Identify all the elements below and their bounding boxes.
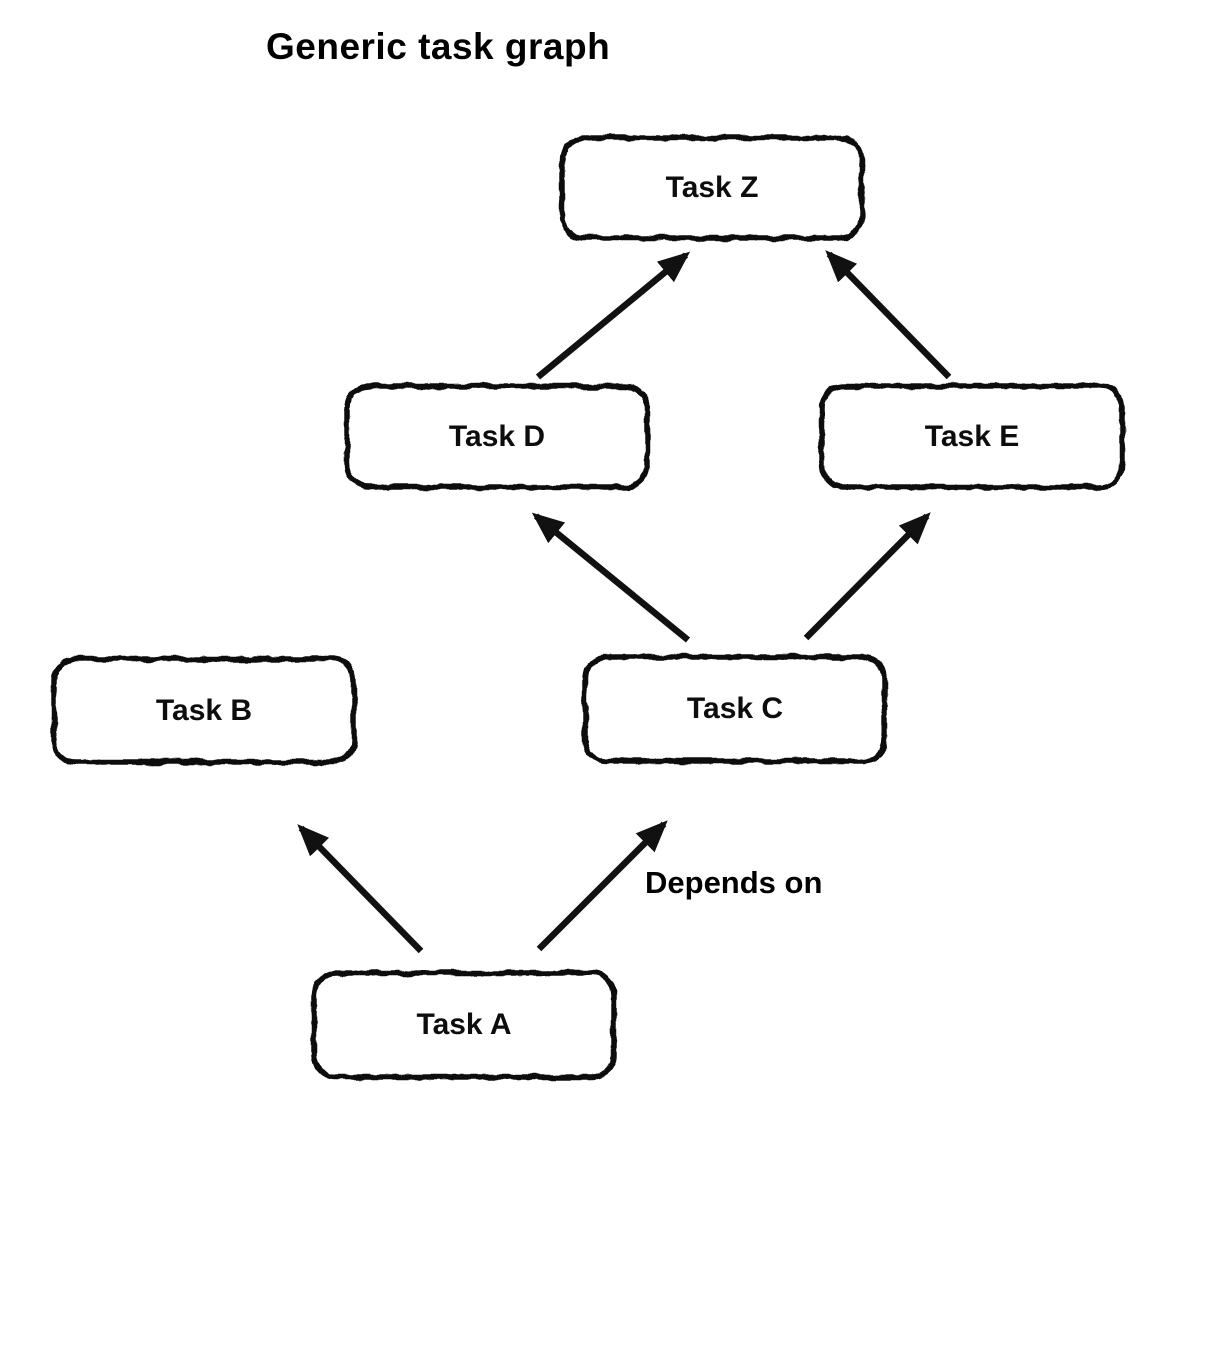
edge-d-to-z bbox=[535, 251, 691, 380]
depends-on-label: Depends on bbox=[645, 865, 823, 900]
edge-a-to-c bbox=[536, 820, 668, 952]
node-box-task-b bbox=[51, 656, 357, 765]
edge-a-to-b bbox=[297, 824, 424, 954]
edge-c-to-e bbox=[803, 512, 931, 641]
node-task-z: Task Z bbox=[665, 171, 759, 204]
node-box-task-e bbox=[819, 383, 1125, 490]
edge-e-to-z bbox=[825, 250, 952, 380]
node-task-d: Task D bbox=[448, 419, 546, 453]
node-task-e: Task E bbox=[924, 419, 1020, 453]
node-task-b: Task B bbox=[155, 693, 253, 727]
node-box-task-a bbox=[311, 970, 617, 1080]
page-title: Generic task graph bbox=[266, 26, 611, 67]
node-task-a: Task A bbox=[416, 1008, 512, 1041]
node-task-c: Task C bbox=[686, 692, 784, 725]
node-box-task-z bbox=[559, 135, 865, 241]
edge-c-to-d bbox=[531, 512, 691, 643]
node-box-task-d bbox=[344, 383, 650, 490]
node-box-task-c bbox=[582, 654, 888, 764]
